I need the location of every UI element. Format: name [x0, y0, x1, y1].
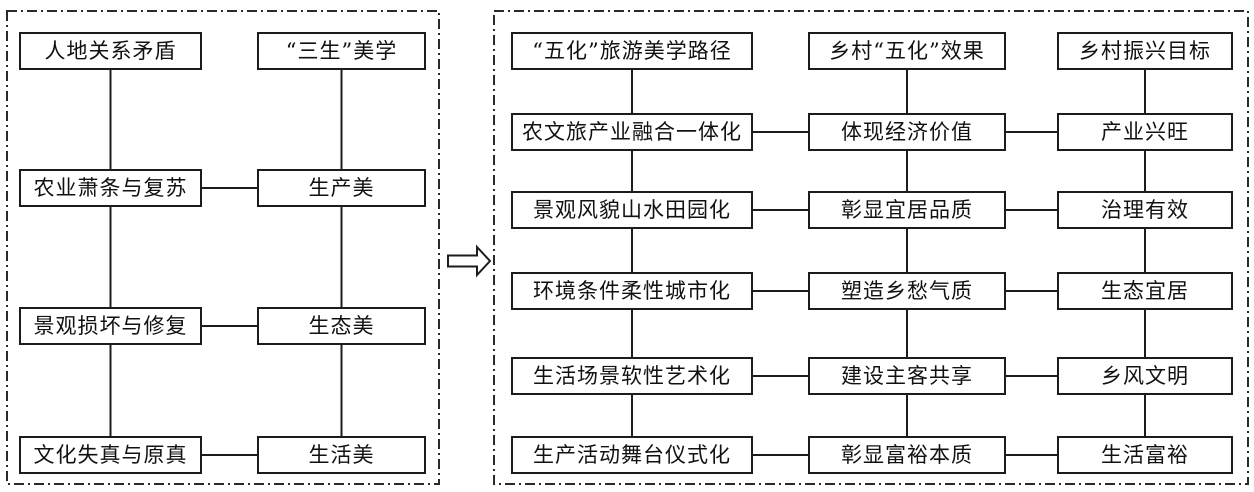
box-production-ritualization: 生产活动舞台仪式化 [511, 436, 753, 474]
box-rural-revitalization-goal-header: 乡村振兴目标 [1057, 32, 1233, 70]
box-life-beauty: 生活美 [257, 436, 426, 474]
box-effective-governance: 治理有效 [1057, 191, 1233, 229]
left-panel-border [6, 10, 440, 485]
transform-arrow-icon [447, 244, 492, 278]
right-panel-border [493, 10, 1249, 485]
box-landscape-damage-repair: 景观损坏与修复 [19, 307, 202, 345]
box-affluent-life: 生活富裕 [1057, 436, 1233, 474]
box-host-guest-sharing: 建设主客共享 [808, 357, 1006, 395]
box-human-land-conflict: 人地关系矛盾 [19, 32, 202, 70]
box-industry-integration: 农文旅产业融合一体化 [511, 113, 753, 151]
box-ecology-beauty: 生态美 [257, 307, 426, 345]
box-thriving-industry: 产业兴旺 [1057, 113, 1233, 151]
box-nostalgia-temperament: 塑造乡愁气质 [808, 272, 1006, 310]
box-ecological-livability: 生态宜居 [1057, 272, 1233, 310]
box-agriculture-decline-recovery: 农业萧条与复苏 [19, 169, 202, 207]
box-livable-quality: 彰显宜居品质 [808, 191, 1006, 229]
box-environment-flexible-urbanization: 环境条件柔性城市化 [511, 272, 753, 310]
box-economic-value: 体现经济价值 [808, 113, 1006, 151]
box-sansheng-aesthetics-header: “三生”美学 [257, 32, 426, 70]
box-life-scene-artistization: 生活场景软性艺术化 [511, 357, 753, 395]
box-landscape-pastoralization: 景观风貌山水田园化 [511, 191, 753, 229]
box-production-beauty: 生产美 [257, 169, 426, 207]
box-culture-distortion-authenticity: 文化失真与原真 [19, 436, 202, 474]
box-prosperity-essence: 彰显富裕本质 [808, 436, 1006, 474]
box-wuhua-tourism-path-header: “五化”旅游美学路径 [511, 32, 753, 70]
box-rural-wuhua-effect-header: 乡村“五化”效果 [808, 32, 1006, 70]
box-civilized-rural-customs: 乡风文明 [1057, 357, 1233, 395]
